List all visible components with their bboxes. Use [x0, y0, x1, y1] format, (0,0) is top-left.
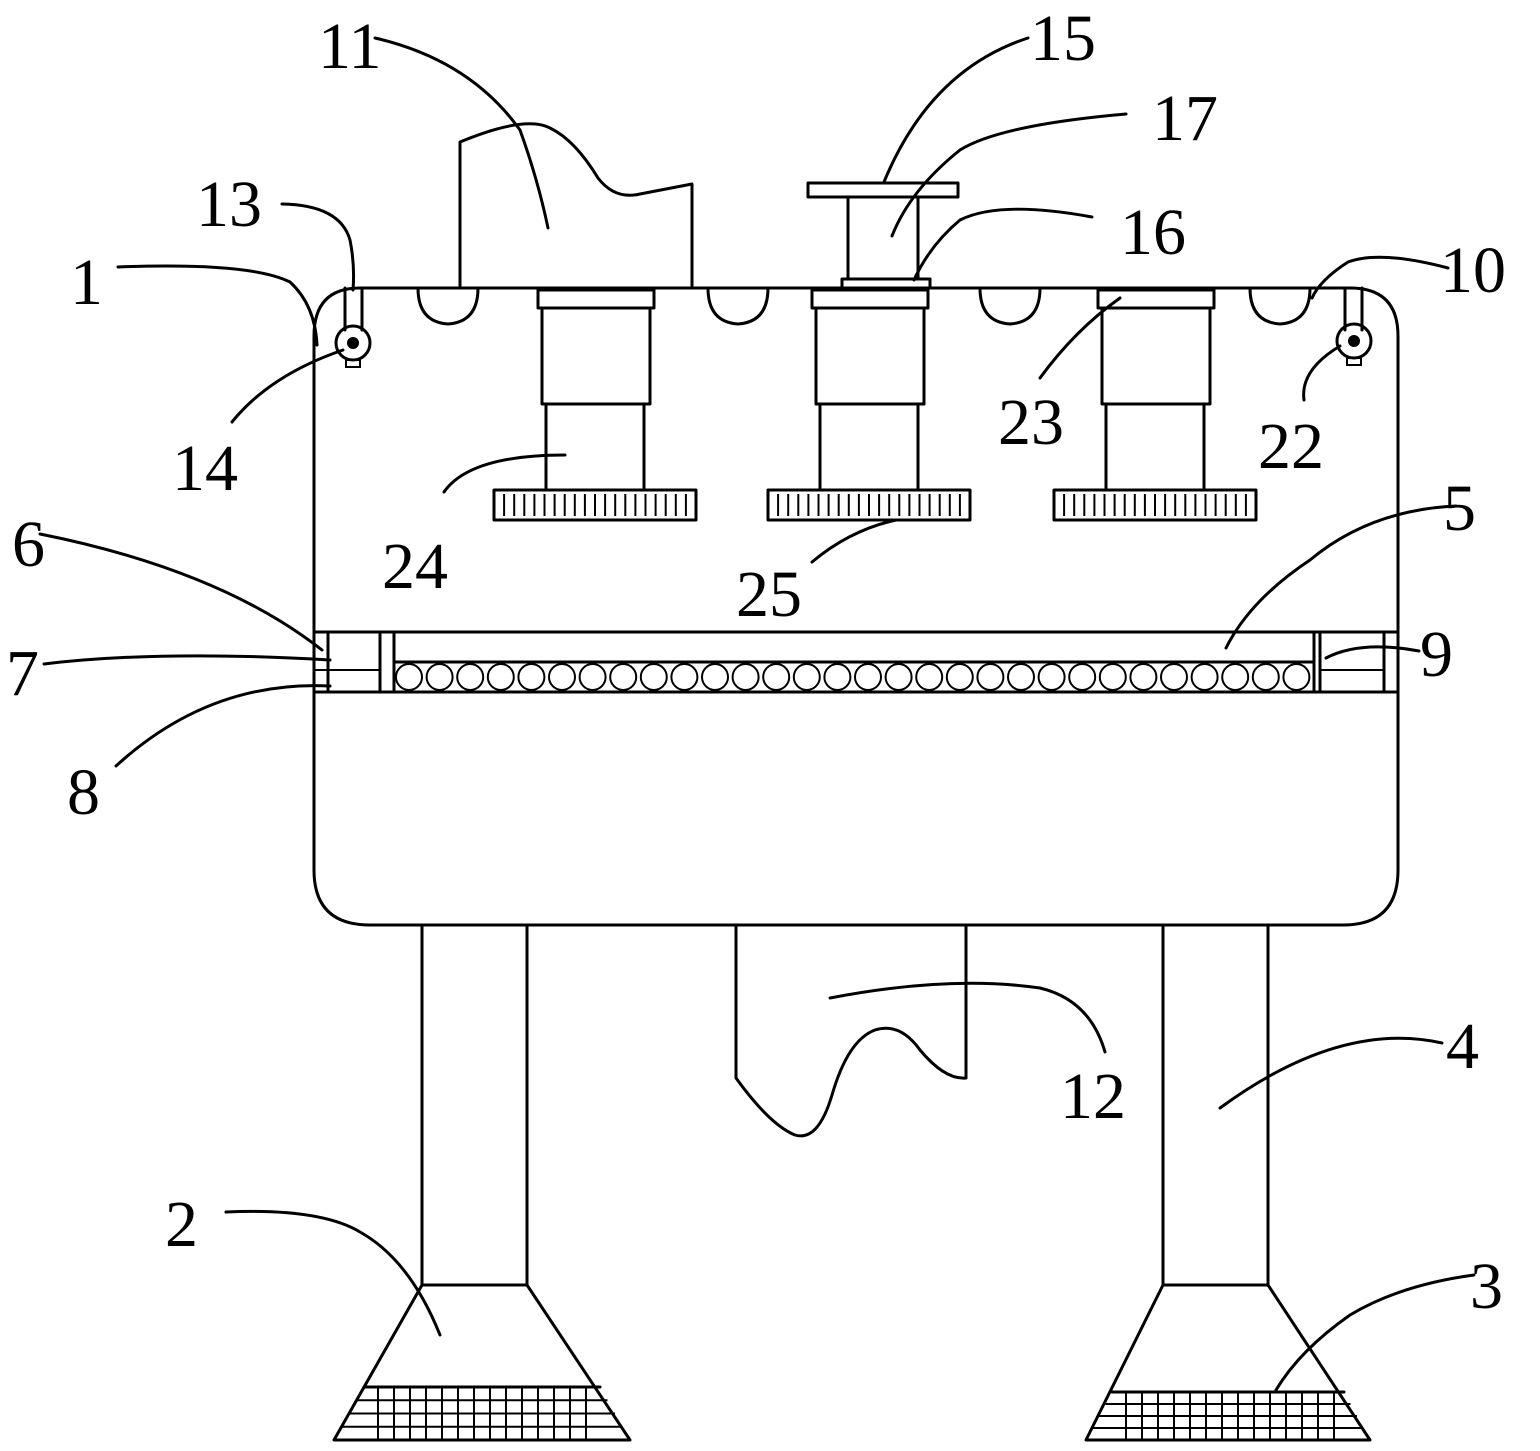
label-14: 14 — [172, 432, 238, 505]
roller — [1282, 663, 1311, 691]
brush-unit-left — [492, 288, 698, 522]
label-8: 8 — [67, 756, 100, 829]
roller — [1129, 663, 1158, 691]
roller — [1007, 663, 1035, 691]
top-motor — [806, 181, 960, 290]
label-2: 2 — [165, 1188, 198, 1261]
inlet-hopper — [458, 122, 694, 290]
label-23: 23 — [998, 386, 1064, 459]
label-7: 7 — [6, 637, 39, 710]
label-3: 3 — [1470, 1250, 1503, 1323]
roller — [884, 663, 913, 691]
pivot-right — [1335, 286, 1373, 366]
roller — [1221, 663, 1250, 691]
label-10: 10 — [1440, 234, 1506, 307]
outlet-chute — [734, 923, 968, 1138]
label-25: 25 — [736, 558, 802, 631]
roller — [486, 663, 515, 691]
roller — [425, 663, 454, 691]
roller — [1160, 663, 1188, 691]
roller — [823, 663, 852, 691]
label-16: 16 — [1120, 196, 1186, 269]
label-4: 4 — [1446, 1010, 1479, 1083]
label-13: 13 — [196, 168, 262, 241]
label-12: 12 — [1060, 1060, 1126, 1133]
roller — [762, 663, 791, 691]
label-11: 11 — [318, 10, 382, 83]
roller — [915, 663, 944, 691]
roller — [976, 663, 1005, 691]
part-labels: 1 2 3 4 5 6 7 8 9 10 11 12 13 14 15 16 1… — [6, 2, 1506, 1323]
leg-left — [420, 923, 529, 1287]
leg-right — [1161, 923, 1270, 1287]
roller — [701, 663, 729, 691]
label-1: 1 — [70, 246, 103, 319]
foot-right — [1084, 1283, 1372, 1442]
roller — [854, 663, 882, 691]
roller — [395, 663, 423, 691]
label-17: 17 — [1152, 82, 1218, 155]
conveyor-rollers — [395, 663, 1311, 691]
label-22: 22 — [1258, 410, 1324, 483]
roller — [731, 663, 760, 691]
roller — [609, 663, 638, 691]
label-24: 24 — [382, 530, 448, 603]
conveyor-screen — [312, 630, 1400, 694]
leader-lines — [38, 36, 1476, 1392]
brush-bristles — [503, 494, 1247, 516]
foot-left — [332, 1283, 632, 1442]
roller — [1251, 663, 1280, 691]
roller — [792, 663, 821, 691]
roller — [1190, 663, 1219, 691]
roller — [1037, 663, 1066, 691]
roller — [945, 663, 974, 691]
foot-pad-grid — [341, 1387, 1364, 1440]
roller — [639, 663, 668, 691]
label-9: 9 — [1420, 618, 1453, 691]
spray-nozzles — [416, 286, 1312, 326]
roller — [670, 663, 699, 691]
label-15: 15 — [1030, 2, 1096, 75]
housing-body — [312, 286, 1400, 927]
roller — [517, 663, 546, 691]
roller — [1098, 663, 1127, 691]
roller — [456, 663, 485, 691]
roller — [578, 663, 607, 691]
brush-unit-right — [1052, 288, 1258, 522]
roller — [1068, 663, 1097, 691]
label-5: 5 — [1443, 472, 1476, 545]
label-6: 6 — [12, 508, 45, 581]
roller — [548, 663, 576, 691]
pivot-left — [334, 286, 372, 368]
brush-unit-center — [766, 288, 972, 522]
